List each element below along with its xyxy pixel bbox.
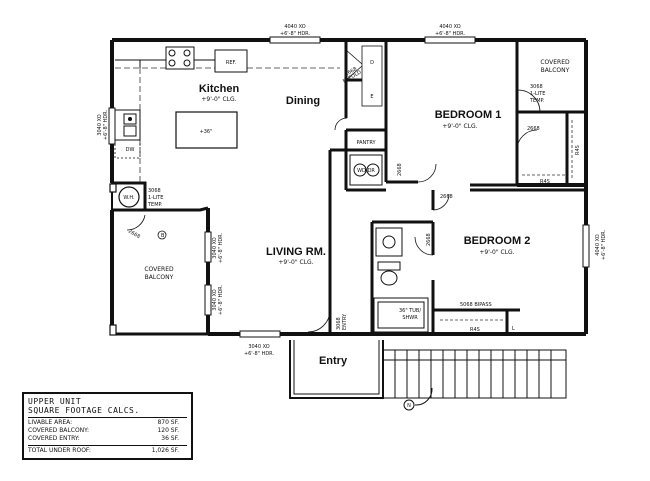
refs-b-marker [157, 230, 167, 240]
balcony-right-line1: COVERED [540, 59, 570, 66]
exterior-walls [110, 38, 588, 336]
door-balcony-left-2: 1-LITE [148, 195, 163, 201]
calcs-divider-top [28, 417, 187, 418]
door-swings [126, 89, 541, 333]
room-living: LIVING RM. [266, 246, 326, 258]
door-hall1-label: 2668 [440, 194, 453, 200]
bipass-label: 5068 BIPASS [460, 302, 492, 308]
tub-label-2: SHWR [402, 315, 418, 321]
window-markers [108, 36, 590, 338]
calcs-row-value: 36 SF. [161, 435, 179, 442]
calcs-row-label: LIVABLE AREA: [28, 419, 73, 426]
tub-label-1: 36" TUB/ [399, 308, 421, 314]
door-entry-label-2: ENTRY [342, 313, 348, 330]
balcony-right-line2: BALCONY [541, 67, 570, 74]
bifold-label-1: 2668 [344, 66, 358, 78]
calcs-row: COVERED BALCONY: 120 SF. [24, 427, 191, 435]
linen-l-label: L [512, 326, 515, 332]
door-balcony-right-3: TEMP. [529, 98, 545, 104]
calcs-title: UPPER UNIT SQUARE FOOTAGE CALCS. [24, 394, 191, 415]
north-arrow: N [403, 399, 415, 411]
calcs-row-label: COVERED ENTRY: [28, 435, 80, 442]
room-kitchen: Kitchen [199, 83, 240, 95]
door-bed1-closet-label: 2668 [527, 126, 540, 132]
kitchen-ceiling: +9'-0" CLG. [201, 96, 236, 103]
balcony-left-line1: COVERED [144, 266, 174, 273]
bifold-closet: 2668 BI-FOLD D E [342, 45, 383, 107]
pantry-block: PANTRY WD/DR [349, 140, 383, 186]
kitchen-island: +36" [175, 111, 238, 149]
balcony-left-line2: BALCONY [145, 274, 174, 281]
calcs-row-value: 870 SF. [157, 419, 179, 426]
window-left-kitchen-1: 3040 XO [97, 114, 103, 135]
wh-label: W.H. [123, 195, 135, 201]
refrigerator-icon: REF. [214, 49, 248, 73]
door-balcony-left-3: TEMP. [147, 202, 163, 208]
bedroom1-ceiling: +9'-0" CLG. [442, 123, 477, 130]
window-kitchen-top-2: +6'-8" HDR. [280, 31, 311, 37]
window-living-bottom-2: +6'-8" HDR. [244, 351, 275, 357]
window-bed1-top-2: +6'-8" HDR. [435, 31, 466, 37]
refs-b-label: B [161, 233, 165, 239]
ref-label: REF. [226, 60, 237, 66]
pantry-label: PANTRY [356, 140, 376, 146]
window-living-left2-2: +6'-8" HDR. [218, 285, 224, 316]
calcs-row: COVERED ENTRY: 36 SF. [24, 435, 191, 443]
door-entry-label-1: 3068 [336, 317, 342, 330]
door-balcony-right-1: 3068 [530, 84, 543, 90]
island-label: +36" [200, 129, 213, 135]
entry-stairs [382, 349, 567, 406]
window-living-left2-1: 3040 XO [212, 289, 218, 310]
calcs-total-row: TOTAL UNDER ROOF: 1,026 SF. [24, 447, 191, 455]
window-bed2-right-1: 4040 XO [595, 234, 601, 255]
wd-dr-label: WD/DR [357, 168, 375, 174]
calcs-total-value: 1,026 SF. [151, 447, 179, 454]
window-left-kitchen-2: +6'-8" HDR. [103, 110, 109, 141]
window-bed1-top-1: 4040 XO [439, 24, 460, 30]
dishwasher-icon: DW [114, 139, 141, 159]
left-balcony-outline [109, 183, 209, 336]
closet-e-label: E [370, 94, 373, 100]
room-bedroom2: BEDROOM 2 [464, 235, 531, 247]
calcs-title-line1: UPPER UNIT [28, 397, 82, 406]
r-s-label-b1: R4S [540, 179, 550, 185]
north-label: N [407, 403, 411, 409]
door-bath-label: 2668 [426, 233, 432, 246]
interior-walls [112, 38, 586, 334]
calcs-row: LIVABLE AREA: 870 SF. [24, 419, 191, 427]
window-living-left1-1: 3040 XO [212, 237, 218, 258]
room-dining: Dining [286, 95, 320, 107]
r-s-label: R4S [575, 145, 581, 155]
calcs-row-label: COVERED BALCONY: [28, 427, 90, 434]
closet-d-label: D [370, 60, 374, 66]
bedroom2-ceiling: +9'-0" CLG. [479, 249, 514, 256]
sink-icon [123, 113, 137, 137]
bathroom-fixtures [373, 227, 429, 333]
door-balcony-right-2: 1-LITE [530, 91, 545, 97]
closet-shelves [440, 120, 573, 321]
window-living-left1-2: +6'-8" HDR. [218, 233, 224, 264]
room-entry: Entry [319, 355, 348, 367]
living-ceiling: +9'-0" CLG. [278, 259, 313, 266]
room-bedroom1: BEDROOM 1 [435, 109, 502, 121]
dw-label: DW [126, 147, 135, 153]
door-balcony-left-1: 3068 [148, 188, 161, 194]
window-bed2-right-2: +6'-8" HDR. [601, 230, 607, 261]
square-footage-calcs: UPPER UNIT SQUARE FOOTAGE CALCS. LIVABLE… [22, 392, 193, 460]
stove-icon [165, 46, 195, 70]
calcs-row-value: 120 SF. [157, 427, 179, 434]
r-s-label-b2: R4S [470, 327, 480, 333]
door-bed1-label: 2668 [397, 163, 403, 176]
window-living-bottom-1: 3040 XO [248, 344, 269, 350]
door-left-small-label: 2668 [127, 229, 141, 241]
calcs-divider-total [28, 445, 187, 446]
window-kitchen-top-1: 4040 XO [284, 24, 305, 30]
calcs-title-line2: SQUARE FOOTAGE CALCS. [28, 406, 140, 415]
kitchen-counter-solid [114, 59, 215, 141]
entry-porch [289, 340, 384, 399]
calcs-total-label: TOTAL UNDER ROOF: [28, 447, 91, 454]
water-heater-icon: W.H. [118, 186, 140, 208]
